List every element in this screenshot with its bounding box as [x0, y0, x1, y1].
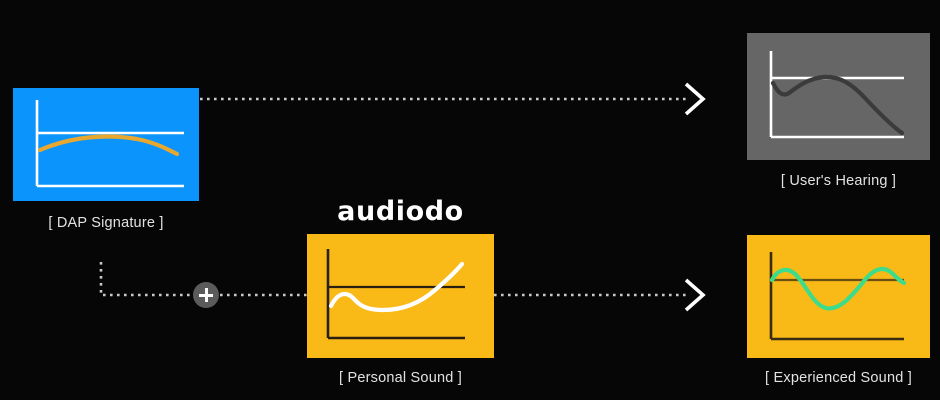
caption-personal-sound: [ Personal Sound ] — [339, 370, 462, 386]
dap-signature-curve — [37, 134, 180, 157]
users-hearing-background — [747, 33, 930, 160]
caption-users-hearing: [ User's Hearing ] — [780, 173, 897, 189]
dap-signature-plot — [13, 88, 199, 201]
connector-dap-to-mixer — [99, 262, 196, 297]
plus-icon-vertical-bar — [204, 288, 208, 302]
arrowhead-bottom — [684, 278, 706, 312]
experienced-sound-background — [747, 235, 930, 358]
panel-dap-signature — [13, 88, 199, 201]
audiodo-logo: audiodo — [337, 196, 464, 227]
arrowhead-top — [684, 82, 706, 116]
users-hearing-plot — [747, 33, 930, 160]
dap-signature-background — [13, 88, 199, 201]
caption-experienced-sound: [ Experienced Sound ] — [765, 370, 912, 386]
plus-icon — [193, 282, 219, 308]
personal-sound-curve — [328, 261, 465, 313]
users-hearing-curve — [770, 74, 905, 136]
personal-sound-plot — [307, 234, 494, 358]
panel-personal-sound — [307, 234, 494, 358]
personal-sound-background — [307, 234, 494, 358]
caption-dap-signature: [ DAP Signature ] — [48, 215, 164, 231]
experienced-sound-plot — [747, 235, 930, 358]
panel-experienced-sound — [747, 235, 930, 358]
panel-users-hearing — [747, 33, 930, 160]
experienced-sound-curve — [769, 266, 907, 311]
